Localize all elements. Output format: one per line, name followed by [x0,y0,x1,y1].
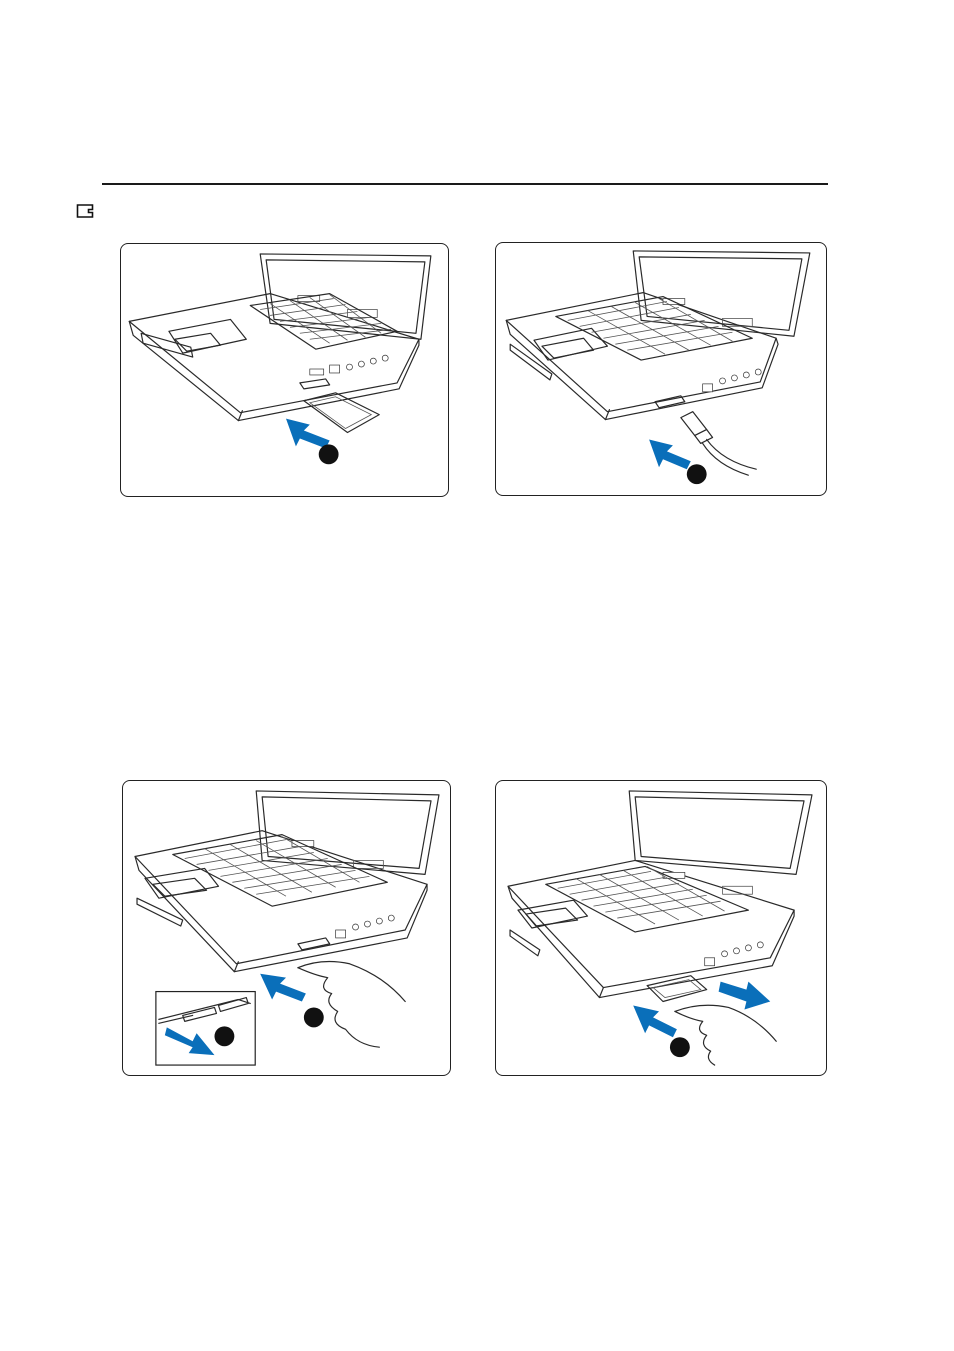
header-rule [102,183,828,185]
laptop [129,254,431,421]
insert-arrow [286,419,330,449]
laptop-illustration [496,243,826,495]
pc-card-icon [76,203,94,219]
figure-pull-out-card [495,780,827,1076]
laptop [508,791,812,998]
side-ports [655,369,761,408]
laptop-illustration [121,244,448,496]
laptop-illustration [123,781,450,1075]
side-ports [705,942,764,966]
side-ports [300,355,388,389]
laptop [135,791,439,972]
step-badge-2 [214,1026,234,1046]
figure-insert-pc-card [120,243,449,497]
hand [675,1005,776,1065]
hand [298,962,405,1048]
eject-detail-inset [156,992,255,1066]
insert-arrow [649,439,691,469]
step-badge-1 [670,1037,690,1057]
figure-connect-cable [495,242,827,496]
step-badge-1 [319,444,339,464]
insert-arrow [260,974,306,1002]
pull-arrow [719,982,771,1010]
step-badge-1 [687,464,707,484]
insert-arrow [633,1005,677,1037]
keyboard [546,866,749,932]
figure-press-eject-button [122,780,451,1076]
step-badge-1 [304,1007,324,1027]
side-ports [298,915,394,950]
keyboard [250,294,397,350]
laptop [506,251,810,420]
laptop-illustration [496,781,826,1075]
keyboard [173,835,388,907]
